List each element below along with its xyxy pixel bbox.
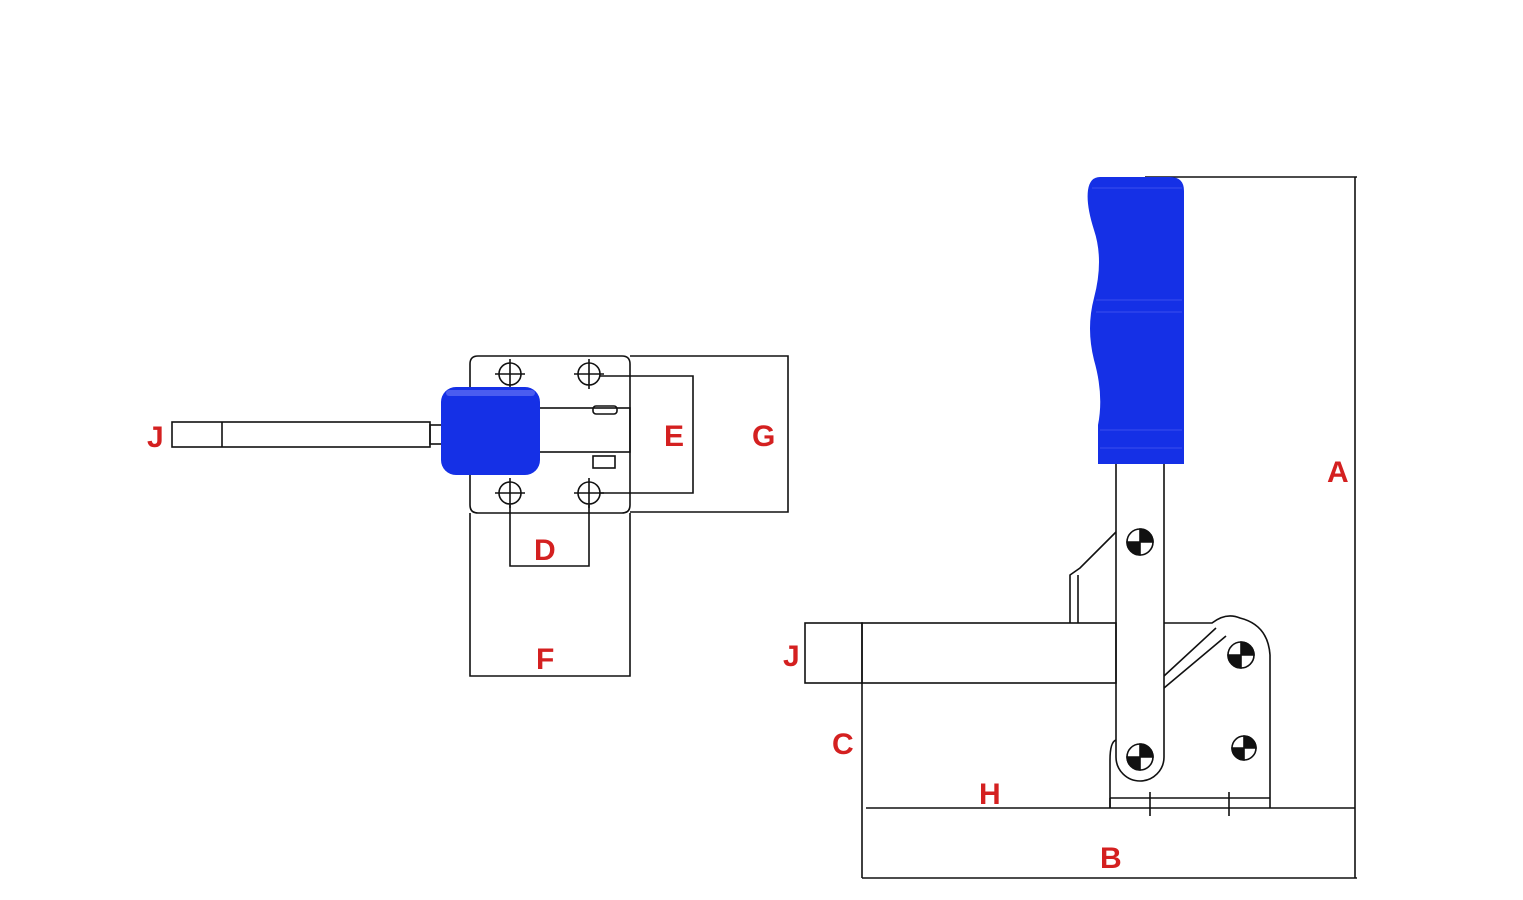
dimension-labels: J E G D F A J C H B (147, 420, 1349, 875)
top-view-rod (171, 421, 445, 448)
label-a: A (1327, 456, 1349, 489)
pivot-pin (1126, 528, 1154, 556)
label-b: B (1100, 842, 1122, 875)
label-top-j: J (147, 421, 164, 454)
label-f: F (536, 643, 554, 676)
side-view-lever (1115, 462, 1165, 782)
top-view-mounting-holes (495, 359, 604, 508)
side-view-linkage (1163, 627, 1227, 689)
pivot-pin (1227, 641, 1255, 669)
label-d: D (534, 534, 556, 567)
label-h: H (979, 778, 1001, 811)
side-view-spindle (804, 622, 1117, 684)
top-view-base-plate (469, 355, 631, 514)
label-c: C (832, 728, 854, 761)
pivot-pin (1231, 735, 1257, 761)
side-view-handle-grip (1087, 177, 1184, 464)
top-view (171, 355, 789, 677)
top-view-dimension-lines (469, 355, 789, 677)
top-view-handle-knob (441, 387, 540, 475)
side-view (804, 176, 1357, 879)
side-view-base-body (1109, 615, 1271, 808)
side-view-pivot-pins (1126, 528, 1257, 771)
top-view-arm (537, 405, 631, 469)
label-e: E (664, 420, 684, 453)
label-side-j: J (783, 640, 800, 673)
label-g: G (752, 420, 775, 453)
pivot-pin (1126, 743, 1154, 771)
side-view-bracket (1069, 531, 1117, 623)
